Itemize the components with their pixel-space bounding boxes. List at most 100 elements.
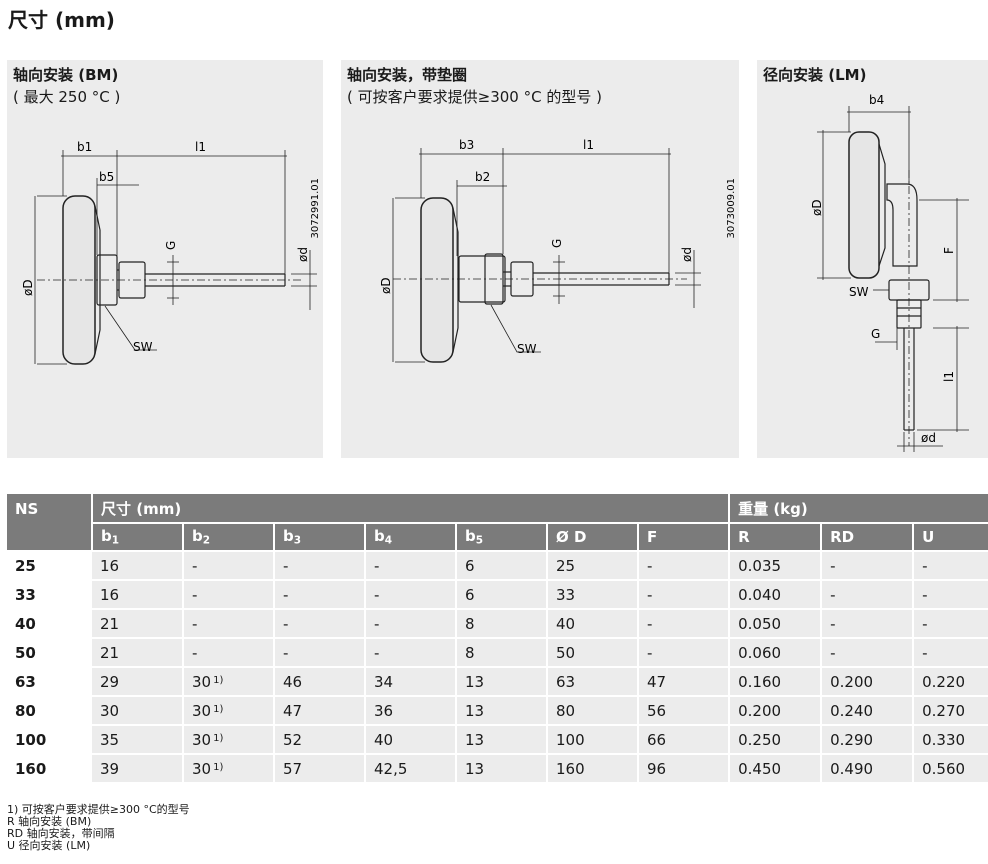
table-cell: - — [365, 551, 457, 581]
page-title: 尺寸 (mm) — [8, 8, 115, 32]
wrench-size-label: SW — [133, 340, 153, 354]
drawing-panel-axial-bm: 轴向安装 (BM) ( 最大 250 °C ) — [7, 60, 323, 458]
dim-g-label: G — [871, 327, 880, 341]
dim-D-label: øD — [810, 199, 824, 216]
column-header: b5 — [456, 523, 548, 552]
table-cell: 0.035 — [729, 551, 823, 581]
drawing-subheading: ( 可按客户要求提供≥300 °C 的型号 ) — [347, 88, 602, 106]
case-back — [94, 205, 101, 355]
table-cell: 0.250 — [729, 725, 823, 755]
table-cell: 50 — [547, 638, 639, 668]
note-line: RD 轴向安装，带间隔 — [7, 827, 115, 840]
case-back — [878, 143, 886, 267]
table-cell: - — [183, 609, 275, 639]
table-cell: 13 — [456, 754, 548, 784]
column-header: U — [913, 523, 988, 552]
ns-cell: 33 — [7, 580, 92, 610]
drawing-panel-radial-lm: 径向安装 (LM) b4 — [757, 60, 988, 458]
table-cell: - — [274, 638, 366, 668]
table-cell: - — [183, 638, 275, 668]
table-cell: 56 — [638, 696, 731, 726]
table-cell: 0.270 — [913, 696, 988, 726]
drawing-heading: 径向安装 (LM) — [763, 66, 867, 84]
wrench-size-label: SW — [849, 285, 869, 299]
table-cell: - — [365, 580, 457, 610]
table-cell: - — [821, 580, 915, 610]
table-cell: - — [638, 609, 731, 639]
dim-b5-label: b5 — [99, 170, 114, 184]
table-cell: 25 — [547, 551, 639, 581]
drawing-heading: 轴向安装 (BM) — [13, 66, 119, 84]
table-cell: 0.240 — [821, 696, 915, 726]
case-back — [452, 207, 459, 353]
drawing-subheading: ( 最大 250 °C ) — [13, 88, 121, 106]
dim-d-label: ød — [921, 431, 936, 445]
table-cell: - — [365, 638, 457, 668]
dial-case — [848, 131, 880, 279]
dim-D-label: øD — [379, 277, 393, 294]
table-cell: - — [365, 609, 457, 639]
dim-b4-label: b4 — [869, 93, 884, 107]
table-cell: 46 — [274, 667, 366, 697]
table-cell: 34 — [365, 667, 457, 697]
table-cell: 57 — [274, 754, 366, 784]
weight-group-header: 重量 (kg) — [729, 494, 988, 524]
table-cell: 0.450 — [729, 754, 823, 784]
table-cell: 0.220 — [913, 667, 988, 697]
dim-g-label: G — [164, 241, 178, 250]
column-header: F — [638, 523, 731, 552]
table-cell: 39 — [92, 754, 184, 784]
ns-header: NS — [7, 494, 93, 552]
table-cell: - — [274, 551, 366, 581]
table-cell: 29 — [92, 667, 184, 697]
table-cell: 52 — [274, 725, 366, 755]
table-cell: - — [183, 551, 275, 581]
table-cell: 21 — [92, 609, 184, 639]
dim-d-label: ød — [296, 247, 310, 262]
column-header: RD — [821, 523, 915, 552]
ns-cell: 100 — [7, 725, 92, 755]
table-cell: 6 — [456, 580, 548, 610]
table-cell: - — [183, 580, 275, 610]
ns-cell: 80 — [7, 696, 92, 726]
axial-washer-drawing: b3 b2 l1 G ød øD SW 3073009.01 — [379, 138, 737, 363]
ns-cell: 25 — [7, 551, 92, 581]
table-cell: - — [274, 609, 366, 639]
dim-D-label: øD — [21, 279, 35, 296]
table-cell: - — [821, 609, 915, 639]
dimensions-group-header: 尺寸 (mm) — [92, 494, 731, 524]
table-cell: 80 — [547, 696, 639, 726]
table-cell: 0.040 — [729, 580, 823, 610]
table-cell: 33 — [547, 580, 639, 610]
note-line: 1) 可按客户要求提供≥300 °C的型号 — [7, 803, 190, 816]
table-cell: 13 — [456, 667, 548, 697]
table-cell: 30 — [92, 696, 184, 726]
ns-cell: 40 — [7, 609, 92, 639]
column-header: R — [729, 523, 823, 552]
table-cell: 13 — [456, 725, 548, 755]
table-cell: 0.560 — [913, 754, 988, 784]
table-cell: 0.160 — [729, 667, 823, 697]
ns-cell: 50 — [7, 638, 92, 668]
column-header: Ø D — [547, 523, 639, 552]
table-cell: 0.050 — [729, 609, 823, 639]
table-cell: 0.330 — [913, 725, 988, 755]
table-cell: - — [913, 638, 988, 668]
column-header: b4 — [365, 523, 457, 552]
table-cell: - — [913, 609, 988, 639]
table-cell: 63 — [547, 667, 639, 697]
footnote-mark: 1) — [213, 703, 224, 715]
dim-d-label: ød — [680, 247, 694, 262]
table-cell: 16 — [92, 580, 184, 610]
table-cell: 40 — [365, 725, 457, 755]
column-header: b2 — [183, 523, 275, 552]
table-cell: 36 — [365, 696, 457, 726]
